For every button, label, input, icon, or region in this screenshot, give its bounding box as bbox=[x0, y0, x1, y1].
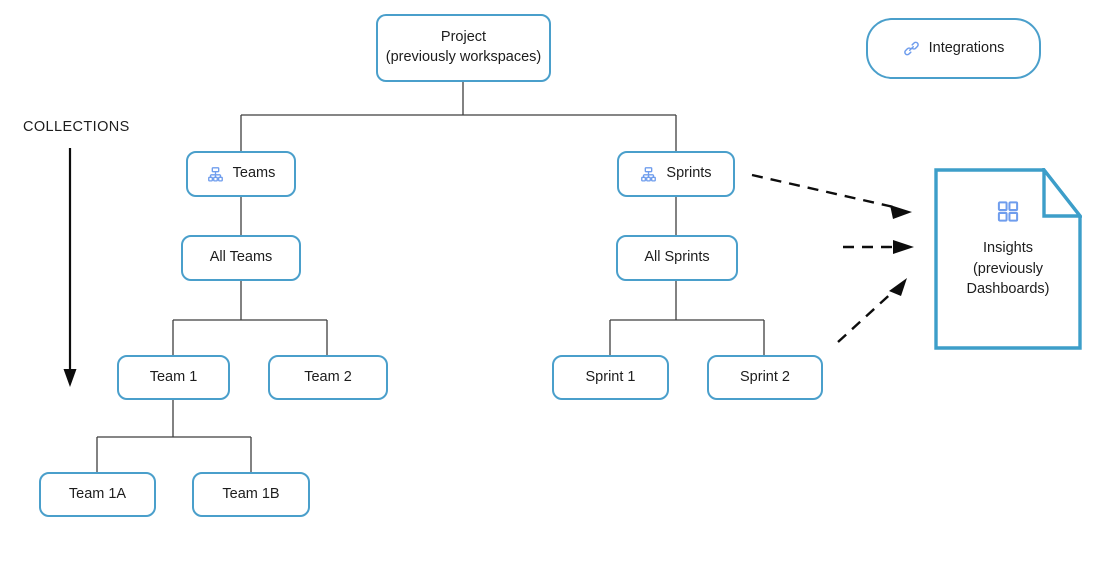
node-teams-label: Teams bbox=[232, 165, 276, 182]
edge-bottom-to-insights bbox=[837, 288, 897, 343]
link-icon bbox=[903, 40, 920, 57]
node-insights-label: Insights (previously Dashboards) bbox=[966, 240, 1050, 298]
node-sprints[interactable]: Sprints bbox=[617, 151, 735, 197]
hierarchy-icon bbox=[640, 166, 657, 183]
grid-dashboard-icon bbox=[997, 200, 1020, 228]
node-team-1b-label: Team 1B bbox=[222, 485, 280, 502]
node-integrations-label: Integrations bbox=[928, 39, 1005, 56]
node-all-sprints[interactable]: All Sprints bbox=[616, 235, 738, 281]
node-project-label: Project (previously workspaces) bbox=[385, 29, 542, 65]
dashed-arrow-head-2 bbox=[893, 240, 914, 254]
node-project[interactable]: Project (previously workspaces) bbox=[376, 14, 551, 82]
node-all-teams-label: All Teams bbox=[209, 249, 273, 266]
node-team-1a-label: Team 1A bbox=[68, 485, 127, 502]
node-insights[interactable]: Insights (previously Dashboards) bbox=[934, 165, 1084, 350]
node-team-1-label: Team 1 bbox=[149, 368, 198, 385]
dashed-arrow-head-1 bbox=[890, 205, 912, 219]
node-team-2-label: Team 2 bbox=[304, 368, 352, 385]
node-sprints-label: Sprints bbox=[666, 165, 712, 182]
node-teams[interactable]: Teams bbox=[186, 151, 296, 197]
node-team-1[interactable]: Team 1 bbox=[117, 355, 230, 400]
node-sprint-2-label: Sprint 2 bbox=[740, 368, 790, 385]
node-team-2[interactable]: Team 2 bbox=[268, 355, 388, 400]
node-sprint-1[interactable]: Sprint 1 bbox=[552, 355, 669, 400]
node-team-1a[interactable]: Team 1A bbox=[39, 472, 156, 517]
document-shape bbox=[934, 165, 1084, 350]
node-all-teams[interactable]: All Teams bbox=[181, 235, 301, 281]
edge-sprints-to-insights bbox=[751, 173, 899, 210]
node-sprint-1-label: Sprint 1 bbox=[585, 368, 636, 385]
collections-label: COLLECTIONS bbox=[23, 119, 130, 135]
node-sprint-2[interactable]: Sprint 2 bbox=[707, 355, 823, 400]
hierarchy-icon bbox=[207, 166, 224, 183]
dashed-arrow-head-3 bbox=[889, 278, 907, 296]
node-team-1b[interactable]: Team 1B bbox=[192, 472, 310, 517]
collections-arrow-head bbox=[63, 369, 77, 387]
node-integrations[interactable]: Integrations bbox=[866, 18, 1041, 79]
node-all-sprints-label: All Sprints bbox=[644, 249, 710, 266]
